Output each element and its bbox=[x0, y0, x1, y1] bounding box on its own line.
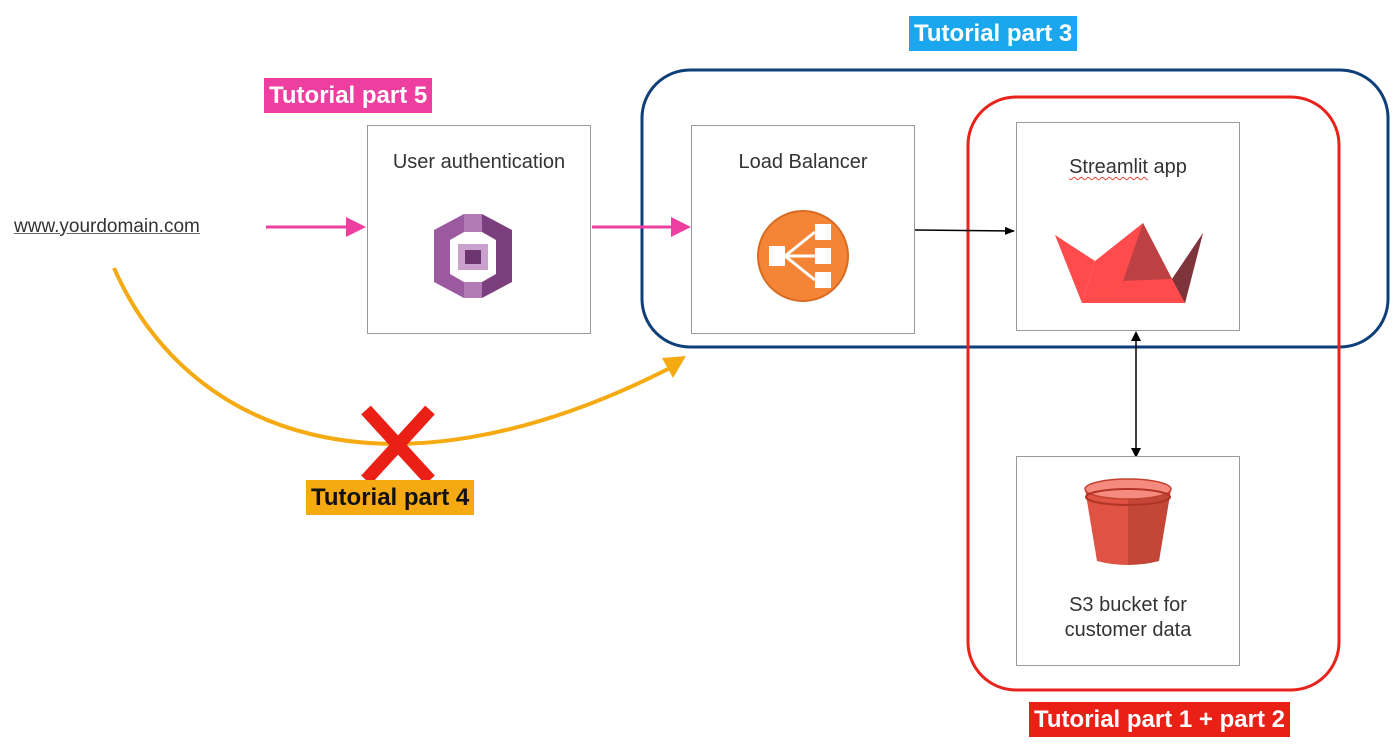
node-load-balancer: Load Balancer bbox=[691, 125, 915, 334]
node-app-label-word: Streamlit bbox=[1069, 156, 1148, 178]
arrow-lb-to-app bbox=[914, 226, 1015, 235]
red-cross-icon bbox=[361, 405, 435, 485]
streamlit-logo-icon bbox=[1055, 223, 1203, 303]
node-auth-label: User authentication bbox=[392, 151, 566, 173]
aws-cognito-icon bbox=[434, 214, 512, 298]
arrow-app-s3-bidirectional bbox=[1131, 331, 1141, 458]
node-user-authentication: User authentication bbox=[367, 125, 591, 334]
load-balancer-icon bbox=[757, 210, 849, 302]
pink-arrow-domain-to-auth bbox=[266, 217, 366, 237]
tag-tutorial-part5: Tutorial part 5 bbox=[264, 78, 433, 113]
node-s3-bucket: S3 bucket for customer data bbox=[1016, 456, 1240, 666]
node-app-label: Streamlit app bbox=[1017, 154, 1239, 180]
node-s3-label-line2: customer data bbox=[1064, 619, 1192, 641]
node-lb-label: Load Balancer bbox=[738, 151, 868, 173]
node-app-label-rest: app bbox=[1147, 156, 1187, 178]
orange-curve-arrow bbox=[112, 267, 686, 446]
node-streamlit-app: Streamlit app bbox=[1016, 122, 1240, 331]
group-part12-outline bbox=[966, 95, 1341, 692]
group-part3-outline bbox=[640, 68, 1390, 349]
pink-arrow-auth-to-lb bbox=[592, 217, 691, 237]
domain-link[interactable]: www.yourdomain.com bbox=[14, 216, 200, 237]
tag-tutorial-part4: Tutorial part 4 bbox=[306, 480, 475, 515]
tag-tutorial-part1-part2: Tutorial part 1 + part 2 bbox=[1029, 702, 1290, 737]
tag-tutorial-part3: Tutorial part 3 bbox=[909, 16, 1078, 51]
node-s3-label-line1: S3 bucket for bbox=[1069, 594, 1187, 616]
s3-bucket-icon bbox=[1084, 478, 1172, 565]
